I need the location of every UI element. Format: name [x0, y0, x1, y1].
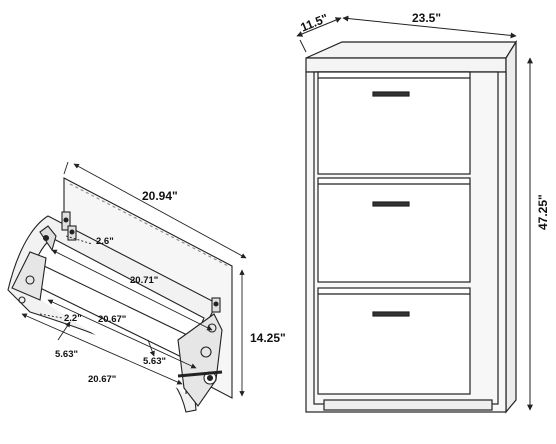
drawer-left-gap-label: 5.63"	[55, 349, 78, 360]
drawer-base-width-label: 20.67"	[88, 374, 116, 385]
drawer-bottom-offset-label: 2.2"	[64, 313, 82, 324]
cabinet-drawer-2	[317, 177, 471, 283]
drawer-inner-width-label: 20.71"	[130, 275, 158, 286]
cabinet-drawing	[305, 39, 518, 414]
cabinet-width-label: 23.5"	[412, 11, 441, 25]
drawer-height-label: 14.25"	[250, 331, 286, 345]
drawer-top-offset-label: 2.6"	[96, 236, 114, 247]
left-hinge-bracket	[11, 225, 57, 304]
drawer-3-handle	[372, 311, 410, 317]
drawer-bottom-inner-width-label: 20.67"	[98, 314, 126, 325]
cabinet-top	[305, 41, 518, 59]
cabinet-depth-label: 11.5"	[299, 11, 331, 35]
cabinet-side	[505, 39, 517, 414]
drawer-back-width-label: 20.94"	[142, 189, 178, 203]
cabinet-height-label: 47.25"	[536, 194, 550, 230]
drawer-dimension-lines	[21, 161, 247, 397]
cabinet-drawer-1	[317, 71, 471, 175]
cabinet-drawer-3	[317, 287, 471, 395]
cabinet-dimension-lines	[296, 15, 533, 411]
drawer-detail-drawing	[7, 177, 233, 413]
drawer-2-handle	[372, 201, 410, 207]
drawer-1-handle	[372, 91, 410, 97]
drawer-right-gap-label: 5.63"	[143, 356, 166, 367]
cabinet-kick-plate	[323, 399, 493, 411]
